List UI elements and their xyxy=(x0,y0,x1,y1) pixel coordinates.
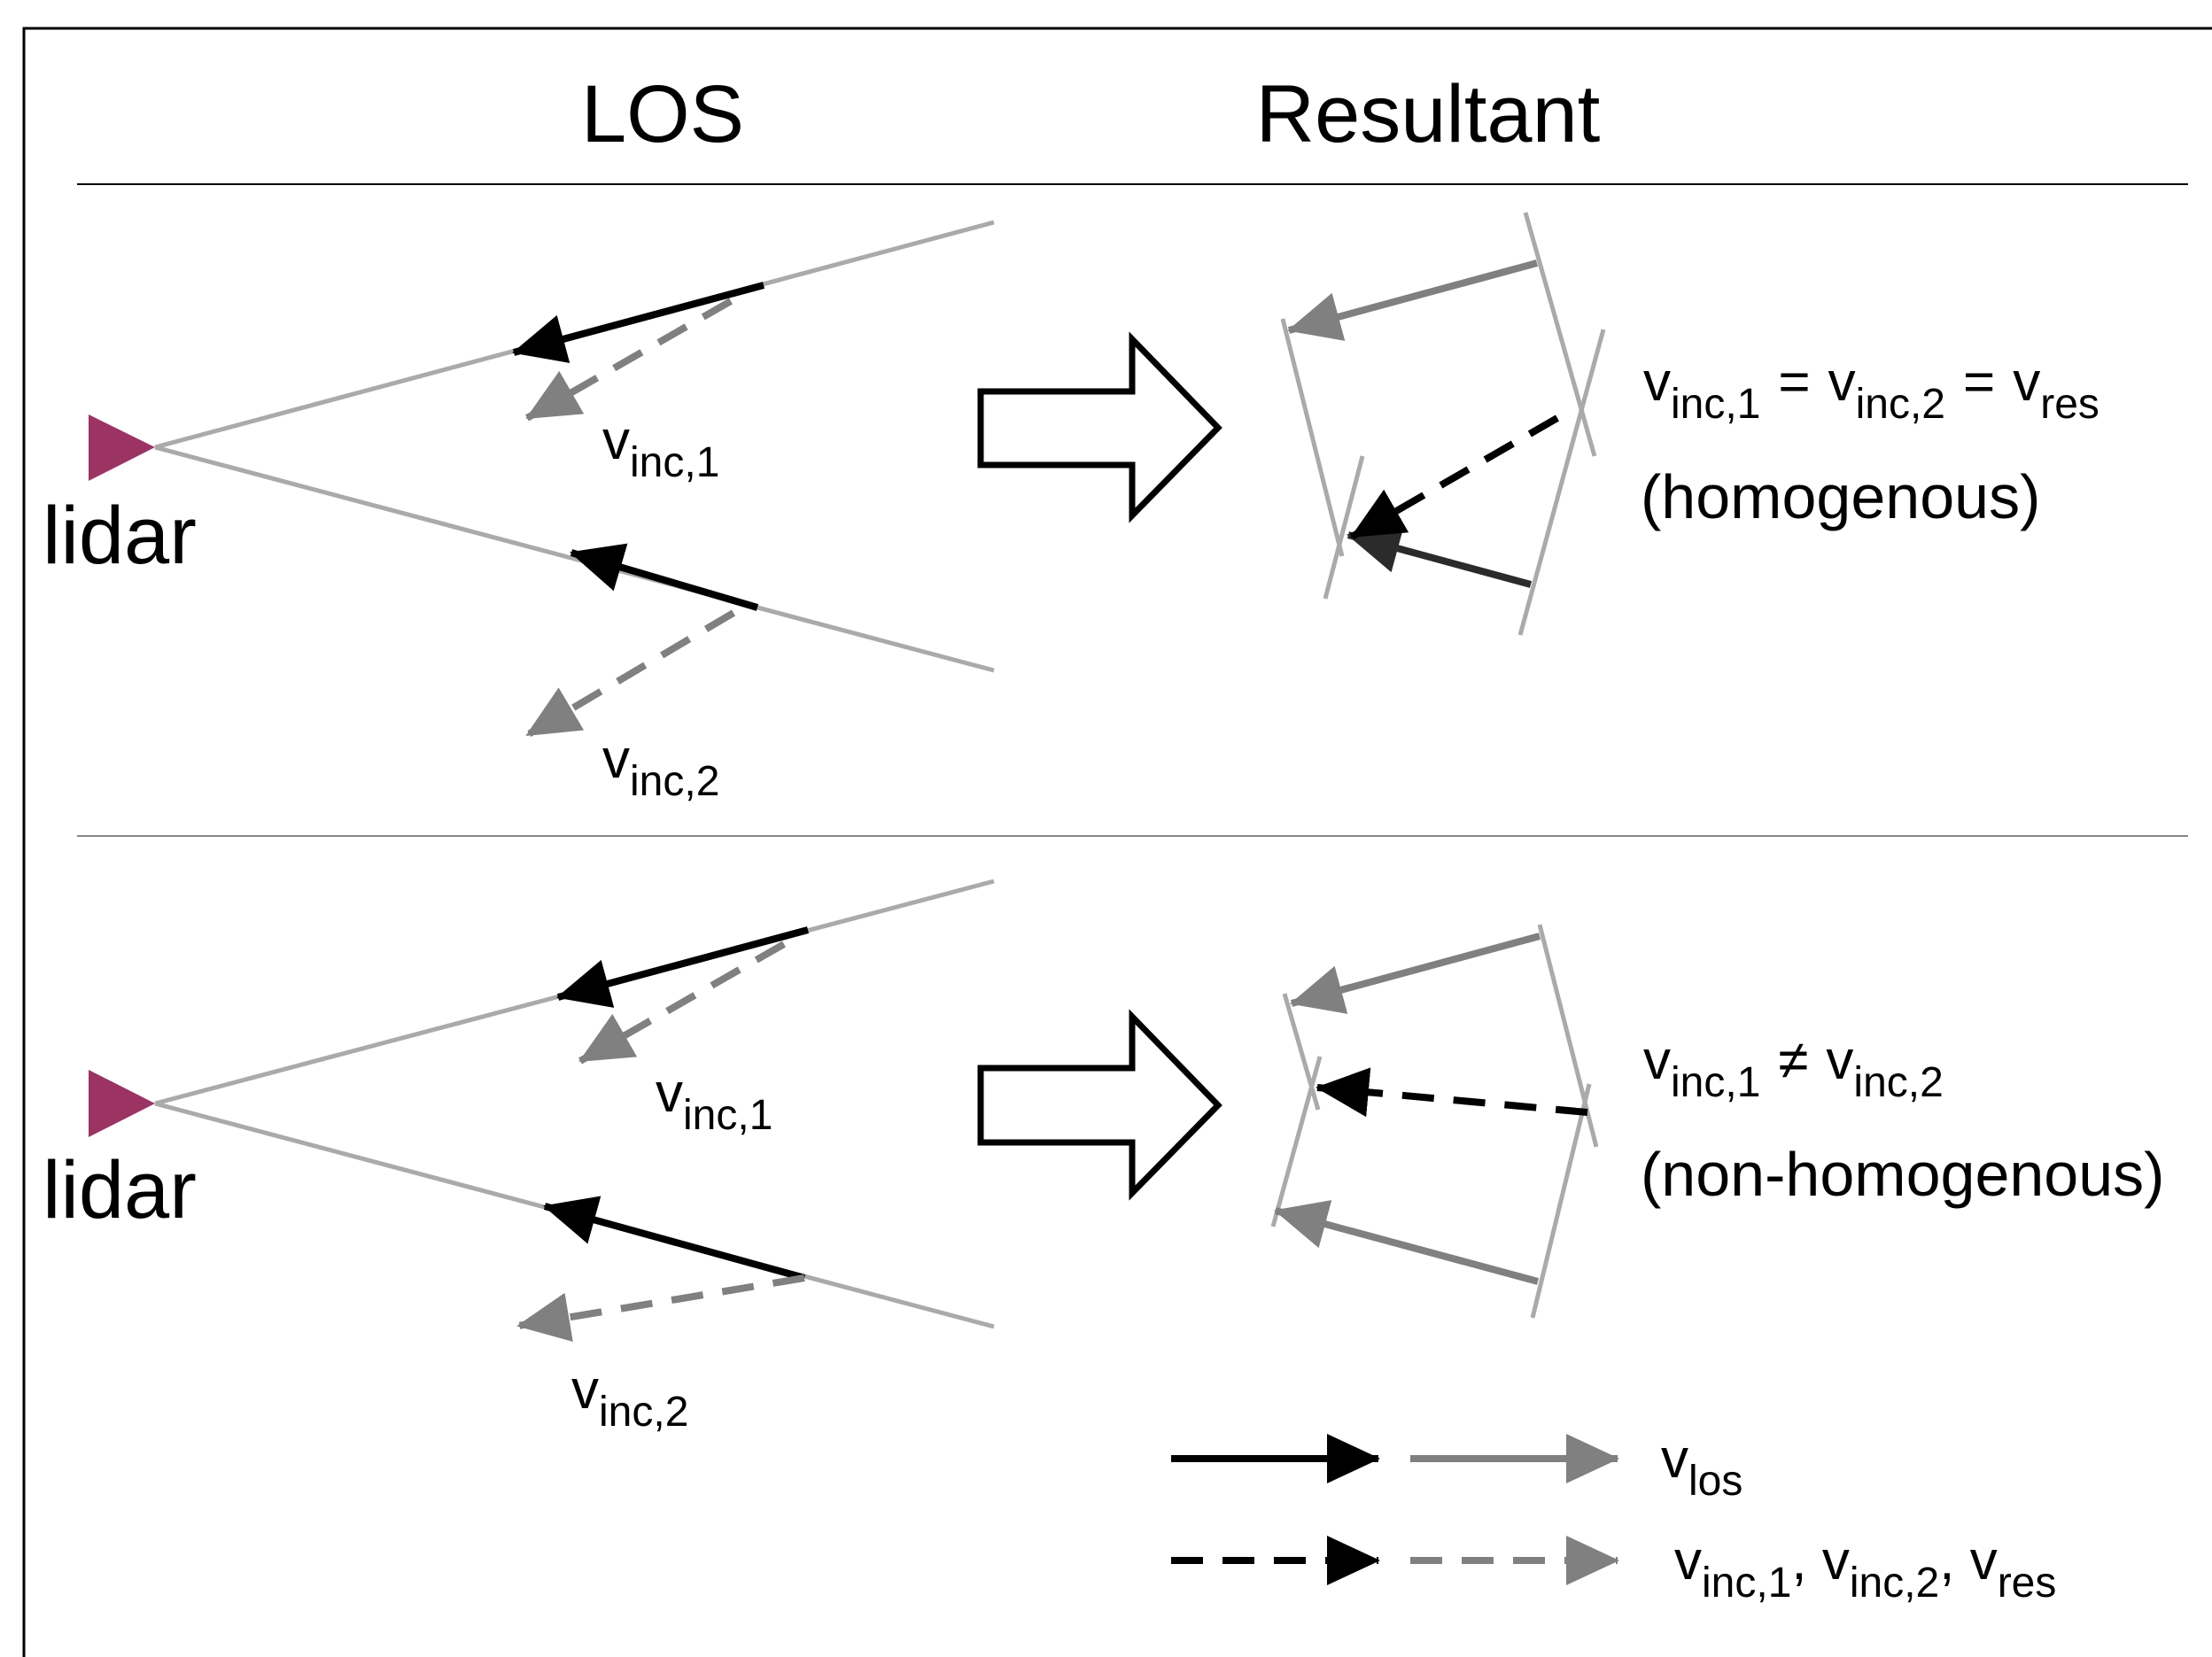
vinc2-label: vinc,2 xyxy=(571,1359,688,1436)
incoming-velocity-arrow-1 xyxy=(578,941,786,1065)
legend: vlos vinc,1, vinc,2, vres xyxy=(1171,1429,2056,1607)
lidar-beams-bottom xyxy=(154,879,995,1329)
resultant-column-title: Resultant xyxy=(1256,69,1601,159)
panel-homogenous: lidar vinc,1 vinc,2 vinc,1=vinc,2=vres (… xyxy=(43,212,2099,805)
resultant-los-arrow-1 xyxy=(1287,259,1539,341)
resultant-los-arrow-2 xyxy=(1347,524,1533,588)
resultant-construction-bottom xyxy=(1270,924,1599,1319)
legend-inc-label: vinc,1, vinc,2, vres xyxy=(1674,1530,2056,1607)
figure-frame xyxy=(22,27,2212,1657)
resultant-velocity-arrow xyxy=(1316,1067,1588,1118)
incoming-velocity-arrow-2 xyxy=(524,609,736,739)
non-homogenous-caption: (non-homogenous) xyxy=(1641,1140,2164,1209)
resultant-los-arrow-2 xyxy=(1274,1200,1540,1285)
resultant-los-arrow-1 xyxy=(1290,933,1541,1014)
incoming-velocity-arrow-1 xyxy=(525,298,733,422)
lidar-triangle-icon xyxy=(89,414,155,481)
vinc1-label: vinc,1 xyxy=(656,1063,772,1139)
lidar-beams-top xyxy=(154,220,995,673)
non-homogenous-equation: vinc,1≠vinc,2 xyxy=(1643,1030,1944,1106)
lidar-triangle-icon xyxy=(89,1070,155,1137)
resultant-construction-top xyxy=(1280,212,1606,636)
los-velocity-arrow-2 xyxy=(543,1196,806,1281)
panel-non-homogenous: lidar vinc,1 vinc,2 vinc,1≠vinc,2 (non-h… xyxy=(43,879,2164,1436)
los-column-title: LOS xyxy=(581,69,744,159)
transform-arrow-icon xyxy=(977,331,1222,523)
resultant-velocity-arrow xyxy=(1349,414,1560,540)
los-velocity-arrow-1 xyxy=(556,926,810,1008)
los-velocity-arrow-1 xyxy=(512,282,765,363)
vinc1-label: vinc,1 xyxy=(602,410,719,486)
los-velocity-arrow-2 xyxy=(570,543,759,611)
homogenous-equation: vinc,1=vinc,2=vres xyxy=(1643,352,2099,428)
vinc2-label: vinc,2 xyxy=(602,729,719,805)
lidar-label: lidar xyxy=(43,1145,197,1235)
transform-arrow-icon xyxy=(977,1009,1222,1201)
legend-los-label: vlos xyxy=(1661,1429,1742,1505)
homogenous-caption: (homogenous) xyxy=(1641,462,2040,531)
incoming-velocity-arrow-2 xyxy=(516,1274,805,1343)
lidar-label: lidar xyxy=(43,491,197,581)
